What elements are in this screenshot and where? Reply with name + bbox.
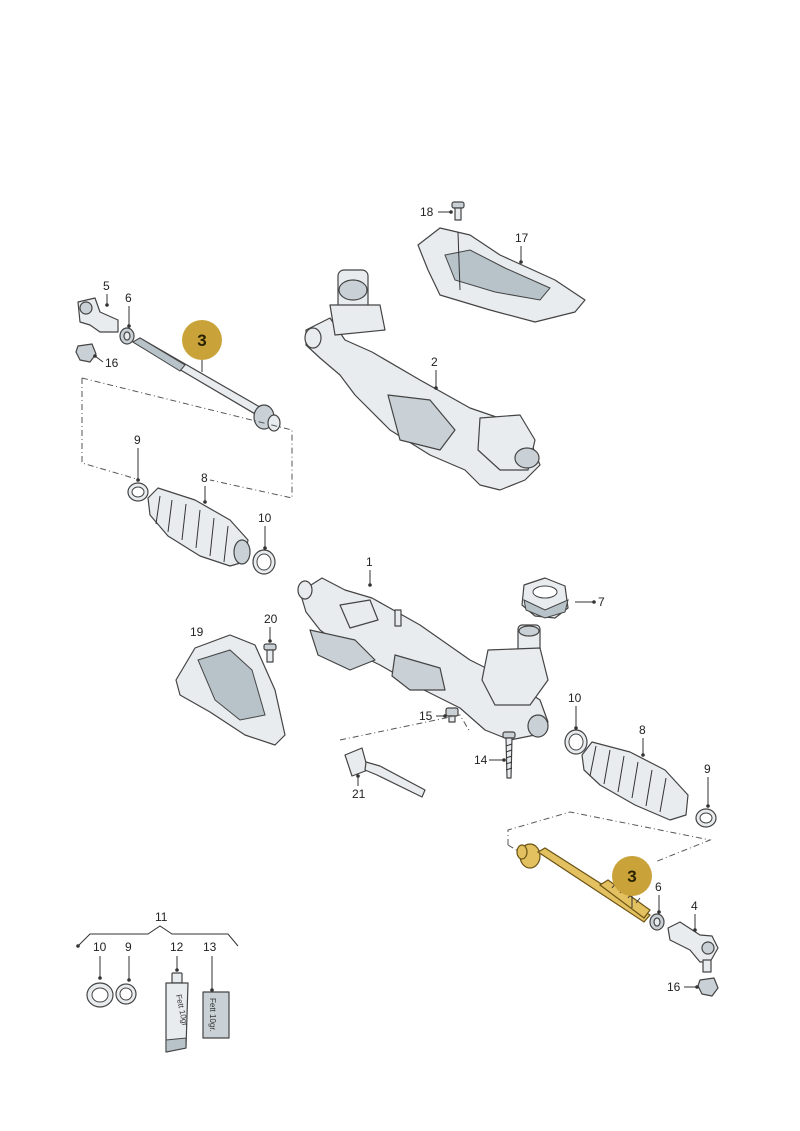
part-8-boot-right — [581, 741, 689, 821]
part-18-bolt — [451, 201, 465, 221]
svg-text:7: 7 — [598, 595, 605, 609]
callout-7: 7 — [575, 595, 605, 609]
part-17-heat-shield — [417, 227, 586, 323]
callout-4: 4 — [691, 899, 698, 932]
part-19-heat-shield-lower — [175, 634, 286, 746]
svg-text:12: 12 — [170, 940, 184, 954]
part-3-tie-rod-right — [516, 843, 651, 923]
callout-17: 17 — [515, 231, 529, 264]
part-6-nut-right — [649, 913, 665, 931]
svg-text:4: 4 — [691, 899, 698, 913]
part-13-grease-packet: Fett 10gr. — [202, 991, 230, 1039]
callout-20: 20 — [264, 612, 278, 643]
callout-14: 14 — [474, 753, 506, 767]
callout-2: 2 — [431, 355, 438, 390]
svg-text:17: 17 — [515, 231, 529, 245]
svg-text:2: 2 — [431, 355, 438, 369]
callout-6-left: 6 — [125, 291, 132, 328]
svg-text:16: 16 — [667, 980, 681, 994]
callout-13: 13 — [203, 940, 217, 992]
svg-text:14: 14 — [474, 753, 488, 767]
svg-text:18: 18 — [420, 205, 434, 219]
svg-text:10: 10 — [258, 511, 272, 525]
callout-5: 5 — [103, 279, 110, 307]
callout-8-left: 8 — [201, 471, 208, 504]
svg-text:15: 15 — [419, 709, 433, 723]
callout-10-kit: 10 — [93, 940, 107, 980]
svg-text:6: 6 — [655, 880, 662, 894]
part-14-screw — [502, 731, 516, 779]
part-10-kit-clamp — [86, 982, 114, 1008]
svg-text:5: 5 — [103, 279, 110, 293]
part-16-nut-right — [697, 977, 719, 997]
svg-text:3: 3 — [627, 867, 636, 886]
part-8-boot-left — [147, 487, 251, 567]
part-5-tie-rod-end-left — [77, 297, 119, 333]
callout-18: 18 — [420, 205, 453, 219]
callout-19: 19 — [190, 625, 204, 639]
callout-16-right: 16 — [667, 980, 699, 994]
callout-10-left: 10 — [258, 511, 272, 550]
part-1-steering-gear — [297, 577, 549, 741]
part-16-nut-left — [75, 343, 97, 363]
svg-text:13: 13 — [203, 940, 217, 954]
part-10-clamp-right — [564, 729, 588, 755]
callout-12: 12 — [170, 940, 184, 972]
callout-16-left: 16 — [93, 354, 119, 370]
svg-text:8: 8 — [639, 723, 646, 737]
callout-15: 15 — [419, 709, 447, 723]
part-2-steering-rack — [304, 269, 541, 491]
part-21-sensor-lead — [339, 714, 471, 798]
part-20-bolt — [263, 643, 277, 663]
callout-8-right: 8 — [639, 723, 646, 757]
part-9-clamp-right — [695, 808, 717, 828]
part-6-nut-left — [119, 327, 135, 345]
part-15-bolt — [445, 707, 459, 723]
callout-1: 1 — [366, 555, 373, 587]
callout-6-right: 6 — [655, 880, 662, 914]
svg-text:9: 9 — [125, 940, 132, 954]
svg-text:20: 20 — [264, 612, 278, 626]
part-7-mount-bushing — [521, 577, 569, 619]
svg-text:10: 10 — [568, 691, 582, 705]
svg-text:11: 11 — [155, 910, 168, 924]
part-12-grease-tube: Fett 10gr — [165, 972, 190, 1053]
part-3-tie-rod-left — [132, 337, 281, 432]
svg-text:6: 6 — [125, 291, 132, 305]
callout-21: 21 — [352, 774, 366, 801]
part-9-clamp-left — [127, 482, 149, 502]
part-9-kit-clamp — [115, 983, 137, 1005]
svg-text:9: 9 — [704, 762, 711, 776]
kit-11-bracket: 11 — [76, 910, 239, 948]
assembly-outline-right — [507, 811, 712, 863]
svg-text:3: 3 — [197, 331, 206, 350]
callout-9-right: 9 — [704, 762, 711, 808]
svg-text:19: 19 — [190, 625, 204, 639]
part-10-clamp-left — [252, 549, 276, 575]
svg-text:9: 9 — [134, 433, 141, 447]
assembly-outline-left — [81, 377, 293, 499]
svg-text:8: 8 — [201, 471, 208, 485]
svg-text:10: 10 — [93, 940, 107, 954]
badge-3-right: 3 — [612, 856, 652, 908]
svg-text:16: 16 — [105, 356, 119, 370]
part-4-tie-rod-end-right — [667, 921, 719, 973]
callout-9-left: 9 — [134, 433, 141, 482]
badge-3-left: 3 — [182, 320, 222, 372]
svg-text:21: 21 — [352, 787, 366, 801]
callout-9-kit: 9 — [125, 940, 132, 982]
callout-10-right: 10 — [568, 691, 582, 730]
svg-text:Fett 10gr.: Fett 10gr. — [208, 998, 217, 1032]
svg-text:1: 1 — [366, 555, 373, 569]
